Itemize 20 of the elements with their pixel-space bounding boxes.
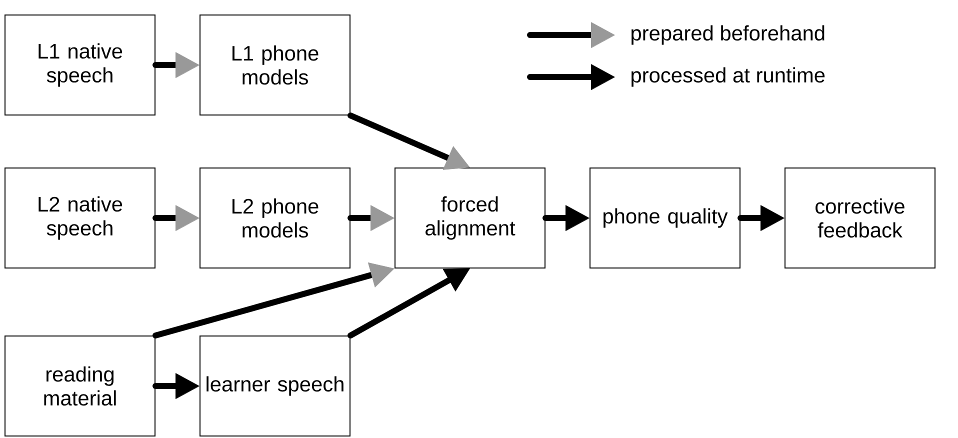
process-box: L1 phone models [200,14,350,116]
process-box: corrective feedback [784,168,936,268]
process-box: learner speech [200,336,350,436]
arrow [348,205,394,231]
process-box: L2 phone models [200,168,350,268]
process-box: L1 native speech [4,14,156,116]
process-box: forced alignment [394,168,546,268]
arrow [152,52,200,78]
arrow [152,262,394,338]
arrow [152,205,200,231]
arrow [348,112,470,170]
arrow [738,205,784,231]
arrow [152,373,200,399]
process-box: L2 native speech [4,168,156,268]
legend-text: processed at runtime [632,67,825,87]
legend-text: prepared beforehand [632,25,824,45]
arrow [542,205,590,231]
process-box: reading material [4,336,156,436]
arrow [348,268,470,338]
process-box: phone quality [590,168,740,268]
